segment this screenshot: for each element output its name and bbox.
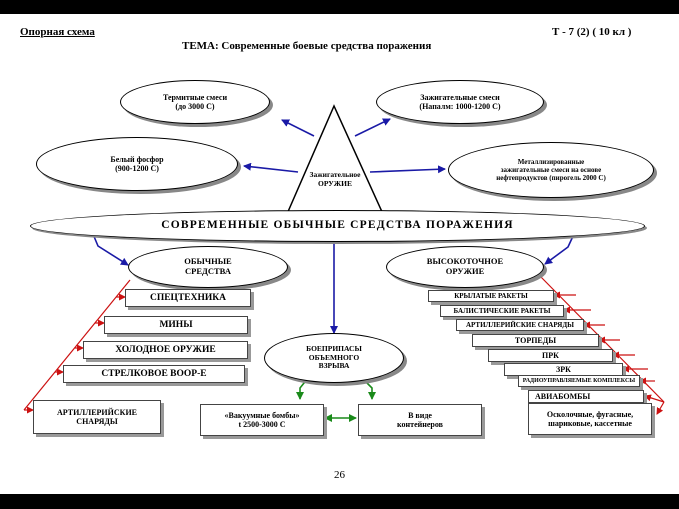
- volume-line-1: БОЕПРИПАСЫ: [306, 344, 362, 354]
- header-topic-code: Т - 7 (2) ( 10 кл ): [552, 26, 632, 38]
- volume-line-2: ОБЪЕМНОГО: [308, 352, 360, 362]
- cold-weapons-box: ХОЛОДНОЕ ОРУЖИЕ: [83, 341, 248, 359]
- volume-line-3: ВЗРЫВА: [318, 361, 350, 371]
- page-number: 26: [334, 469, 345, 481]
- arrow-to-termite: [281, 119, 315, 137]
- termite-mixtures-node: Термитные смеси (до 3000 С): [120, 80, 270, 124]
- termite-line-1: Термитные смеси: [162, 92, 228, 102]
- connector-layer: [23, 104, 665, 422]
- metallized-line-2: зажигательные смеси на основе: [500, 165, 602, 174]
- bomb-types-line-2: шариковые, кассетные: [548, 419, 632, 428]
- conventional-tree: [23, 279, 131, 414]
- main-banner: СОВРЕМЕННЫЕ ОБЫЧНЫЕ СРЕДСТВА ПОРАЖЕНИЯ: [30, 210, 645, 242]
- radio-controlled-text: РАДИОУПРАВЛЯЕМЫЕ КОМПЛЕКСЫ: [522, 377, 636, 384]
- arrow-to-precision: [544, 233, 575, 265]
- aerial-bombs-text: АВИАБОМБЫ: [535, 391, 591, 401]
- torpedoes-text: ТОРПЕДЫ: [514, 335, 557, 345]
- precision-weapons-node: ВЫСОКОТОЧНОЕ ОРУЖИЕ: [386, 246, 544, 288]
- phosphorus-line-2: (900-1200 С): [115, 164, 159, 173]
- pyramid-label-line-1: Зажигательное: [309, 170, 361, 179]
- precision-artillery-box: АРТИЛЛЕРИЙСКИЕ СНАРЯДЫ: [456, 319, 584, 331]
- metallized-line-3: нефтепродуктов (пирогель 2000 С): [496, 174, 606, 183]
- vacuum-line-1: «Вакуумные бомбы»: [224, 410, 300, 420]
- termite-line-2: (до 3000 С): [175, 102, 215, 111]
- metallized-line-1: Металлизированные: [517, 157, 585, 166]
- small-arms-text: СТРЕЛКОВОЕ ВООР-Е: [101, 368, 207, 379]
- white-phosphorus-node: Белый фосфор (900-1200 С): [36, 137, 238, 191]
- mines-box: МИНЫ: [104, 316, 248, 334]
- napalm-line-2: (Напалм: 1000-1200 С): [419, 102, 501, 111]
- pyramid-label: Зажигательное ОРУЖИЕ: [300, 170, 370, 189]
- ballistic-missiles-text: БАЛИСТИЧЕСКИЕ РАКЕТЫ: [453, 306, 551, 315]
- ballistic-missiles-box: БАЛИСТИЧЕСКИЕ РАКЕТЫ: [440, 305, 564, 317]
- anti-ship-missiles-box: ПРК: [488, 349, 613, 362]
- special-equipment-text: СПЕЦТЕХНИКА: [149, 292, 227, 303]
- cruise-missiles-text: КРЫЛАТЫЕ РАКЕТЫ: [454, 291, 528, 300]
- pyramid-label-line-2: ОРУЖИЕ: [318, 179, 352, 189]
- torpedoes-box: ТОРПЕДЫ: [472, 334, 599, 347]
- arrow-to-phosphorus: [243, 162, 299, 173]
- arrow-to-metallized: [369, 165, 446, 174]
- vacuum-bombs-box: «Вакуумные бомбы» t 2500-3000 С: [200, 404, 324, 436]
- header-scheme-label: Опорная схема: [20, 26, 95, 38]
- special-equipment-box: СПЕЦТЕХНИКА: [125, 289, 251, 307]
- bomb-types-box: Осколочные, фугасные, шариковые, кассетн…: [528, 403, 652, 435]
- slide: Опорная схема Т - 7 (2) ( 10 кл ) ТЕМА: …: [0, 14, 679, 494]
- containers-line-2: контейнеров: [397, 420, 443, 429]
- aerial-bombs-box: АВИАБОМБЫ: [528, 390, 644, 403]
- napalm-mixtures-node: Зажигательные смеси (Напалм: 1000-1200 С…: [376, 80, 544, 124]
- main-banner-text: СОВРЕМЕННЫЕ ОБЫЧНЫЕ СРЕДСТВА ПОРАЖЕНИЯ: [161, 219, 514, 232]
- anti-ship-missiles-text: ПРК: [542, 350, 559, 360]
- containers-line-1: В виде: [408, 410, 432, 420]
- napalm-line-1: Зажигательные смеси: [420, 92, 500, 102]
- phosphorus-line-1: Белый фосфор: [110, 154, 164, 164]
- arrow-to-conventional: [92, 233, 129, 266]
- radio-controlled-box: РАДИОУПРАВЛЯЕМЫЕ КОМПЛЕКСЫ: [518, 375, 640, 387]
- precision-tree: [539, 275, 665, 415]
- metallized-mixtures-node: Металлизированные зажигательные смеси на…: [448, 142, 654, 198]
- containers-box: В виде контейнеров: [358, 404, 482, 436]
- cruise-missiles-box: КРЫЛАТЫЕ РАКЕТЫ: [428, 290, 554, 302]
- arrow-to-containers: [361, 377, 376, 400]
- precision-line-2: ОРУЖИЕ: [445, 266, 485, 276]
- bomb-types-line-1: Осколочные, фугасные,: [546, 409, 634, 419]
- precision-artillery-text: АРТИЛЛЕРИЙСКИЕ СНАРЯДЫ: [465, 320, 575, 329]
- artillery-line-2: СНАРЯДЫ: [76, 417, 118, 426]
- pyramid-shape: [285, 104, 385, 215]
- artillery-line-1: АРТИЛЛЕРИЙСКИЕ: [56, 407, 138, 417]
- conventional-line-2: СРЕДСТВА: [185, 266, 231, 276]
- precision-line-1: ВЫСОКОТОЧНОЕ: [426, 256, 504, 267]
- arrow-to-napalm: [354, 118, 391, 137]
- conventional-line-1: ОБЫЧНЫЕ: [184, 256, 232, 267]
- mines-text: МИНЫ: [159, 319, 193, 330]
- conventional-weapons-node: ОБЫЧНЫЕ СРЕДСТВА: [128, 246, 288, 288]
- arrow-to-vacuum: [296, 377, 309, 400]
- page-title: ТЕМА: Современные боевые средства пораже…: [182, 40, 432, 52]
- small-arms-box: СТРЕЛКОВОЕ ВООР-Е: [63, 365, 245, 383]
- cold-weapons-text: ХОЛОДНОЕ ОРУЖИЕ: [115, 344, 216, 355]
- volume-explosion-node: БОЕПРИПАСЫ ОБЪЕМНОГО ВЗРЫВА: [264, 333, 404, 383]
- artillery-shells-box: АРТИЛЛЕРИЙСКИЕ СНАРЯДЫ: [33, 400, 161, 434]
- sam-systems-text: ЗРК: [556, 364, 571, 374]
- vacuum-line-2: t 2500-3000 С: [238, 420, 286, 429]
